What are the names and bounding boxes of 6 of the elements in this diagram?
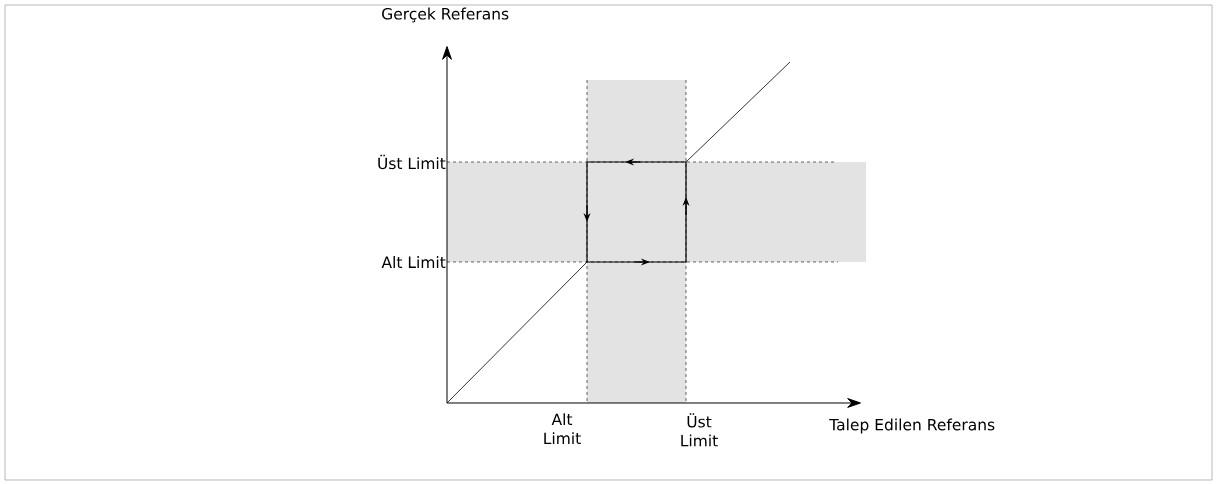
axis-label: Talep Edilen Referans bbox=[829, 418, 995, 434]
axis-label: Üst Limit bbox=[681, 413, 718, 447]
axis-label: Üst Limit bbox=[378, 154, 446, 170]
axis-label: Alt Limit bbox=[381, 256, 446, 268]
axis-label: Alt Limit bbox=[544, 413, 581, 444]
axis-label: Gerçek Referans bbox=[382, 7, 509, 23]
